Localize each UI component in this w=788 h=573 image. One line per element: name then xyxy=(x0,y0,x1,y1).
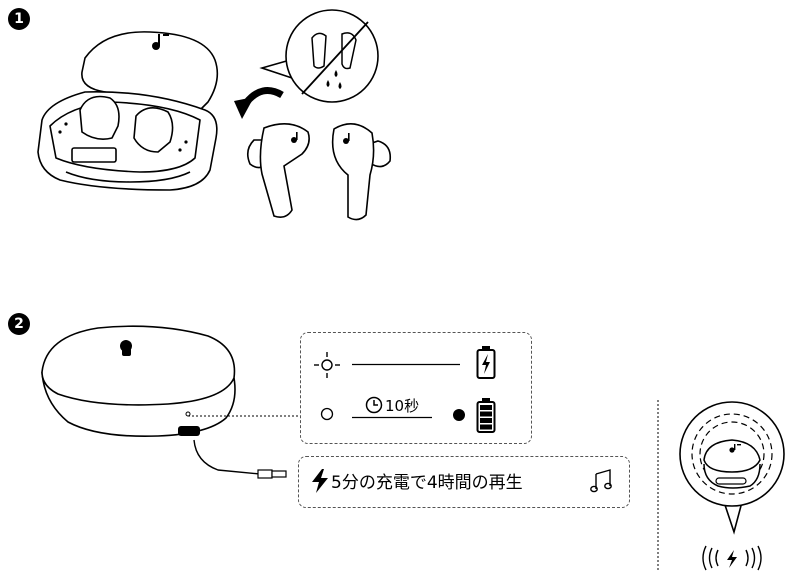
indicator-panel xyxy=(300,332,532,444)
indicator-leader-line xyxy=(188,415,300,417)
earbud-left-icon xyxy=(246,123,310,218)
rotate-arrow-icon xyxy=(234,87,284,119)
earbud-right-icon xyxy=(331,123,392,221)
light-on-icon xyxy=(314,352,340,378)
fast-charge-text: 5分の充電で4時間の再生 xyxy=(331,473,523,493)
battery-full-icon xyxy=(476,398,496,433)
no-water-icon xyxy=(259,9,379,103)
section-divider xyxy=(657,400,659,570)
battery-charging-icon xyxy=(476,346,496,379)
music-note-icon xyxy=(590,469,612,493)
fast-charge-panel xyxy=(298,456,630,508)
led-on-icon xyxy=(453,409,465,421)
led-off-icon xyxy=(320,407,334,421)
clock-icon xyxy=(365,396,383,414)
duration-line xyxy=(352,416,432,419)
lightning-icon xyxy=(312,469,328,493)
duration-text: 10秒 xyxy=(385,397,420,415)
case-open-icon xyxy=(37,31,219,191)
wireless-charging-icon xyxy=(679,401,785,571)
step-2-badge: 2 xyxy=(8,313,30,335)
usb-cable-icon xyxy=(193,439,287,479)
case-closed-icon xyxy=(41,325,236,438)
step-1-badge: 1 xyxy=(8,8,30,30)
light-line xyxy=(352,363,460,366)
